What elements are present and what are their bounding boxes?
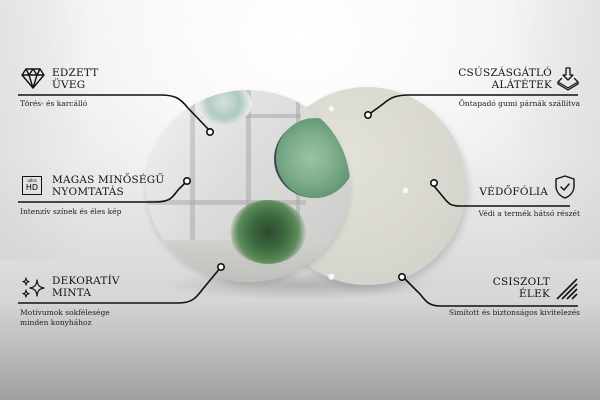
- feature-title: ÉLEK: [519, 288, 550, 300]
- window-frame: [201, 114, 301, 118]
- sparkles-icon: [22, 277, 45, 298]
- connector-dot: [183, 177, 192, 186]
- ultra-hd-icon-large-text: HD: [25, 183, 39, 192]
- connector-dot: [397, 272, 406, 281]
- feature-title: ALÁTÉTEK: [491, 79, 552, 91]
- feature-description: Intenzív színek és éles kép: [20, 207, 122, 216]
- succulent-haworthia: [230, 200, 306, 264]
- feature-title: CSISZOLT: [492, 276, 550, 288]
- window-frame: [190, 90, 195, 250]
- window-frame: [146, 200, 306, 205]
- connector-dot: [429, 179, 438, 188]
- ultra-hd-icon-small-text: ultra: [27, 178, 37, 183]
- feature-title: MAGAS MINŐSÉGŰ: [52, 174, 165, 186]
- plant-bowl-top: [196, 90, 252, 124]
- polished-edges-icon: [556, 278, 578, 300]
- product-front-image: [146, 90, 350, 282]
- rubber-pad: [328, 105, 335, 112]
- feature-title: VÉDŐFÓLIA: [479, 186, 548, 198]
- feature-title: DEKORATÍV: [52, 275, 120, 287]
- background-vignette-left: [0, 0, 90, 260]
- feature-description: Törés- és karcálló: [20, 99, 88, 108]
- feature-title: MINTA: [52, 287, 92, 299]
- feature-title: EDZETT: [52, 67, 99, 79]
- feature-title: NYOMTATÁS: [52, 186, 124, 198]
- connector-dot: [206, 128, 215, 137]
- feature-description: Simított és biztonságos kivitelezés: [448, 308, 580, 317]
- ultra-hd-icon: ultra HD: [22, 176, 42, 195]
- feature-description: Védi a termék hátsó részét: [478, 209, 580, 218]
- shield-check-icon: [555, 175, 575, 199]
- connector-dot: [217, 262, 226, 271]
- feature-description: Motívumok sokfélesége: [20, 308, 110, 317]
- diamond-icon: [21, 68, 45, 89]
- feature-title: CSÚSZÁSGÁTLÓ: [458, 67, 552, 79]
- feature-description: Öntapadó gumi párnák szállítva: [458, 99, 580, 108]
- feature-title: ÜVEG: [52, 79, 86, 91]
- rubber-pad: [402, 187, 409, 194]
- feature-description: minden konyhához: [20, 318, 92, 327]
- succulent-echeveria: [276, 118, 350, 198]
- connector-dot: [363, 111, 372, 120]
- anti-slip-pads-icon: [557, 67, 579, 91]
- background-vignette-right: [510, 0, 600, 260]
- window-frame: [246, 90, 251, 250]
- glass-glare: [146, 90, 350, 282]
